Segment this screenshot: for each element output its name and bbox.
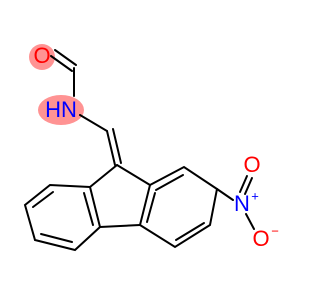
left-ring-inner-3 xyxy=(83,192,94,226)
nitro-nitrogen-charge: + xyxy=(251,188,259,203)
nitro-double-bond-b xyxy=(244,177,253,195)
left-ring-inner-1 xyxy=(32,191,54,208)
nitro-oxygen-charge: − xyxy=(271,223,279,238)
right-ring-inner-1 xyxy=(155,174,184,191)
carbonyl-double-bond-a xyxy=(50,55,73,72)
right-ring-inner-3 xyxy=(146,192,156,223)
amide-nitrogen-label: HN xyxy=(45,97,77,122)
exocyclic-double-bond-b xyxy=(112,128,122,164)
right-benzene-ring xyxy=(138,165,219,249)
left-benzene-ring xyxy=(23,183,102,252)
n-ch-bond xyxy=(79,114,108,132)
carbonyl-oxygen-highlight xyxy=(29,44,55,70)
left-ring-inner-2 xyxy=(40,233,73,243)
exocyclic-double-bond-a xyxy=(106,130,116,166)
nitro-oxygen-single-label: O xyxy=(252,226,269,251)
ring-nitro-bond xyxy=(216,188,234,201)
molecule-structure-diagram: O HN N + O O − xyxy=(23,43,279,252)
c9-right-bond xyxy=(116,164,151,186)
c9-left-bond xyxy=(89,164,118,188)
nitro-nitrogen-label: N xyxy=(234,191,250,216)
nitro-single-bond xyxy=(245,213,255,230)
biaryl-bond xyxy=(99,224,141,228)
nitro-oxygen-double-label: O xyxy=(243,152,260,177)
carbonyl-double-bond-b xyxy=(54,49,77,66)
carbonyl-oxygen-label: O xyxy=(33,43,50,68)
amide-nitrogen-highlight xyxy=(38,95,84,125)
right-ring-inner-2 xyxy=(175,222,205,241)
nitro-double-bond-a xyxy=(239,175,248,193)
